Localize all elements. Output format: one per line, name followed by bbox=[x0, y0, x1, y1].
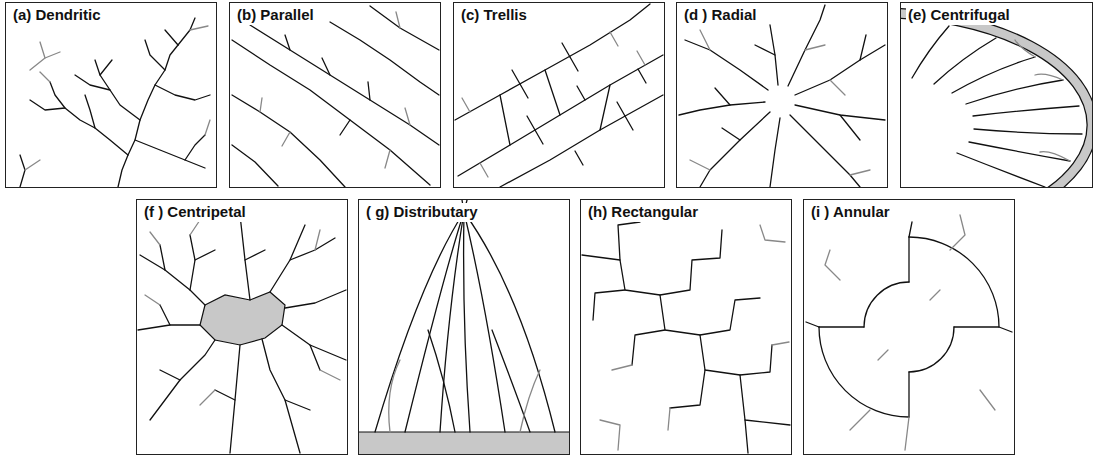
centrifugal-streams bbox=[901, 13, 1092, 187]
panel-title: (d ) Radial bbox=[682, 6, 760, 25]
lake bbox=[200, 292, 285, 345]
pattern-panel: (f ) Centripetal bbox=[136, 199, 348, 455]
panel-title: (f ) Centripetal bbox=[142, 203, 249, 222]
radial-streams bbox=[679, 5, 885, 187]
panel-title: (e) Centrifugal bbox=[906, 6, 1013, 25]
pattern-panel: (e) Centrifugal bbox=[900, 2, 1093, 188]
pattern-panel: ( g) Distributary bbox=[358, 199, 570, 455]
panel-title: (i ) Annular bbox=[809, 203, 893, 222]
distributary-channels bbox=[359, 200, 569, 454]
pattern-panel: (c) Trellis bbox=[453, 2, 665, 188]
panel-title: ( g) Distributary bbox=[364, 203, 481, 222]
panel-title: (c) Trellis bbox=[459, 6, 530, 25]
panel-title: (h) Rectangular bbox=[586, 203, 701, 222]
parallel-streams bbox=[232, 6, 439, 187]
centripetal-streams bbox=[138, 215, 346, 453]
annular-streams bbox=[806, 222, 1012, 417]
dendritic-streams bbox=[20, 18, 210, 187]
pattern-panel: (i ) Annular bbox=[803, 199, 1015, 455]
pattern-panel: (h) Rectangular bbox=[580, 199, 792, 455]
panel-title: (a) Dendritic bbox=[11, 6, 104, 25]
pattern-panel: (d ) Radial bbox=[676, 2, 888, 188]
pattern-panel: (b) Parallel bbox=[229, 2, 441, 188]
trellis-streams bbox=[455, 4, 663, 187]
rectangular-streams bbox=[582, 222, 790, 453]
panel-title: (b) Parallel bbox=[235, 6, 317, 25]
pattern-panel: (a) Dendritic bbox=[5, 2, 217, 188]
